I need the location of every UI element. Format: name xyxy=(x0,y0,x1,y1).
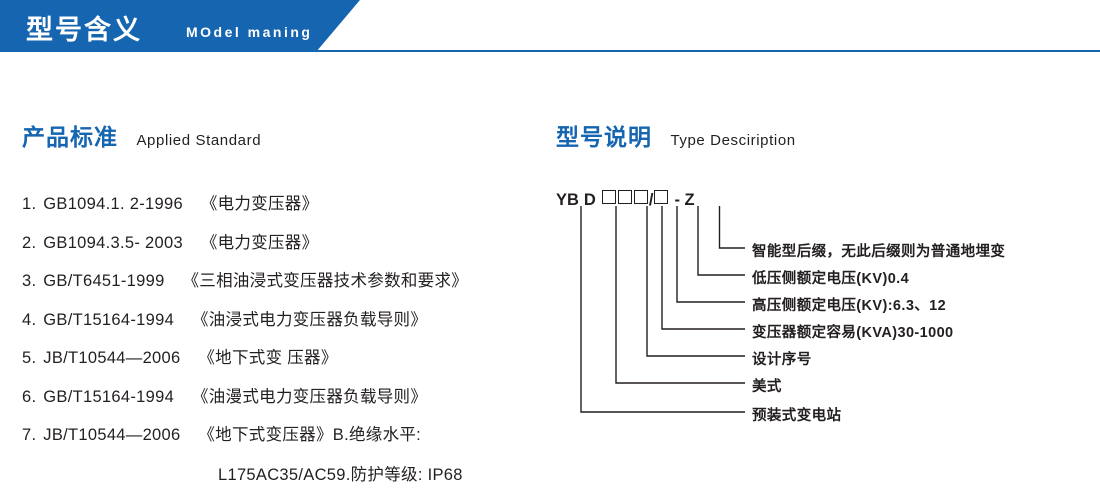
code-suffix: - Z xyxy=(674,191,695,209)
header-title-en: MOdel maning xyxy=(186,24,313,40)
list-item-title: 《油漫式电力变压器负载导则》 xyxy=(191,387,428,406)
list-item-title: 《电力变压器》 xyxy=(200,233,319,252)
code-prefix: YB xyxy=(556,191,579,209)
header-underline xyxy=(0,50,1100,52)
header-blue-banner xyxy=(0,0,360,52)
list-item-code: GB/T15164-1994 xyxy=(43,310,175,329)
section-heading-applied-standard: 产品标准 Applied Standard xyxy=(22,118,261,152)
section-heading-en: Type Desciription xyxy=(670,132,796,149)
list-item: 2. GB1094.3.5- 2003 《电力变压器》 xyxy=(22,229,542,253)
list-item-number: 4. xyxy=(22,310,37,329)
list-item-title: 《地下式变压器》B.绝缘水平: xyxy=(198,426,422,444)
code-box-4 xyxy=(654,190,669,204)
code-slash: / xyxy=(648,191,654,209)
list-item-title: 《三相油浸式变压器技术参数和要求》 xyxy=(182,272,469,290)
code-second: D xyxy=(583,191,596,209)
code-box-3 xyxy=(633,190,648,204)
list-item-title: 《地下式变 压器》 xyxy=(198,349,338,367)
type-label-american-style: 美式 xyxy=(752,379,782,395)
list-item: 7. JB/T10544—2006 《地下式变压器》B.绝缘水平: xyxy=(22,421,542,445)
applied-standard-list: 1. GB1094.1. 2-1996 《电力变压器》 2. GB1094.3.… xyxy=(22,190,542,485)
page-header: 型号含义 MOdel maning xyxy=(0,0,1100,52)
list-item-code: GB1094.1. 2-1996 xyxy=(43,195,183,213)
section-heading-type-description: 型号说明 Type Desciription xyxy=(556,118,796,152)
list-item: 5. JB/T10544—2006 《地下式变 压器》 xyxy=(22,344,542,368)
list-item-number: 2. xyxy=(22,233,37,252)
section-heading-cn: 产品标准 xyxy=(22,124,118,150)
list-item-code: GB/T6451-1999 xyxy=(43,272,165,290)
section-heading-cn: 型号说明 xyxy=(556,124,652,150)
list-item: 3. GB/T6451-1999 《三相油浸式变压器技术参数和要求》 xyxy=(22,267,542,291)
list-item-number: 1. xyxy=(22,195,37,213)
section-heading-en: Applied Standard xyxy=(136,132,262,149)
list-item-code: JB/T10544—2006 xyxy=(43,426,181,444)
type-label-intelligent-suffix: 智能型后缀，无此后缀则为普通地埋变 xyxy=(752,244,1006,260)
list-item-code: GB/T15164-1994 xyxy=(43,387,175,406)
list-item: 4. GB/T15164-1994 《油浸式电力变压器负载导则》 xyxy=(22,306,542,330)
list-item-number: 6. xyxy=(22,387,37,406)
code-box-1 xyxy=(601,190,616,204)
type-label-rated-capacity: 变压器额定容易(KVA)30-1000 xyxy=(752,325,954,341)
list-item: 6. GB/T15164-1994 《油漫式电力变压器负载导则》 xyxy=(22,383,542,407)
list-item: 1. GB1094.1. 2-1996 《电力变压器》 xyxy=(22,190,542,214)
list-item-code: JB/T10544—2006 xyxy=(43,349,181,367)
list-item-code: GB1094.3.5- 2003 xyxy=(43,233,183,252)
list-item-title: 《电力变压器》 xyxy=(200,195,319,213)
list-item-number: 7. xyxy=(22,426,37,444)
header-title-cn: 型号含义 xyxy=(26,15,142,45)
type-label-prefab-substation: 预装式变电站 xyxy=(752,408,842,424)
type-label-hv-rated-voltage: 高压侧额定电压(KV):6.3、12 xyxy=(752,298,947,314)
code-box-2 xyxy=(617,190,632,204)
type-label-design-serial: 设计序号 xyxy=(752,352,812,368)
list-item-number: 5. xyxy=(22,349,37,367)
list-item-number: 3. xyxy=(22,272,37,290)
list-item-continuation: L175AC35/AC59.防护等级: IP68 xyxy=(218,466,463,484)
list-item-title: 《油浸式电力变压器负载导则》 xyxy=(191,310,428,329)
type-label-lv-rated-voltage: 低压侧额定电压(KV)0.4 xyxy=(752,271,910,287)
